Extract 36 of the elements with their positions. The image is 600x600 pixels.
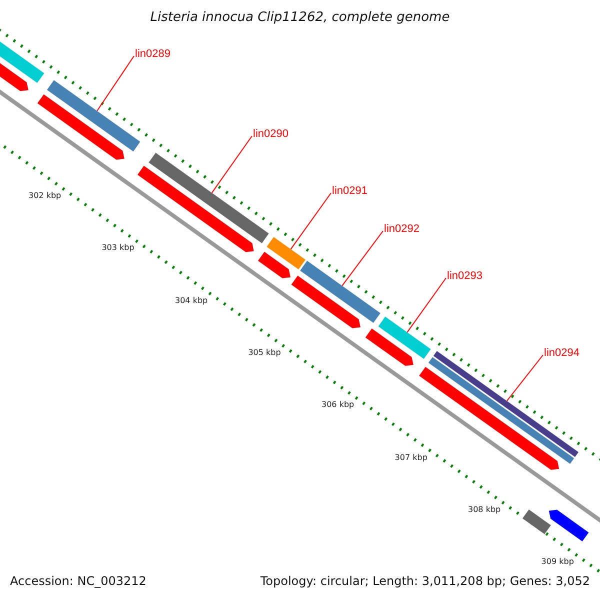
scale-label: 305 kbp — [248, 348, 281, 358]
gene-feature — [291, 276, 360, 328]
leader-line — [211, 136, 252, 194]
scale-label: 302 kbp — [28, 191, 62, 201]
scale-label: 303 kbp — [102, 243, 134, 254]
gene-bar — [428, 357, 574, 464]
gene-label: lin0289 — [135, 48, 170, 60]
gene-feature — [258, 252, 290, 278]
accession-text: Accession: NC_003212 — [10, 574, 146, 588]
gene-label: lin0291 — [332, 185, 368, 197]
gene-feature — [548, 510, 589, 542]
gene-bar — [300, 260, 380, 323]
gene-bar — [47, 80, 140, 152]
leader-line — [290, 192, 332, 250]
scale-label: 307 kbp — [394, 452, 428, 462]
leader-line — [506, 354, 544, 402]
gene-bar — [522, 510, 551, 534]
title: Listeria innocua Clip11262, complete genome — [150, 10, 450, 25]
gene-bar — [266, 237, 306, 270]
gene-label: lin0290 — [253, 128, 288, 140]
genome-stats-text: Topology: circular; Length: 3,011,208 bp; Genes: 3,052 — [260, 574, 590, 588]
gene-feature — [138, 166, 254, 252]
gene-label: lin0293 — [447, 270, 482, 282]
scale-label: 308 kbp — [468, 504, 501, 515]
gene-bar — [378, 316, 431, 359]
gene-bar — [148, 152, 269, 244]
gene-label: lin0294 — [544, 347, 580, 359]
scale-label: 309 kbp — [541, 557, 574, 568]
leader-line — [342, 230, 384, 286]
scale-label: 304 kbp — [175, 296, 208, 306]
gene-label: lin0292 — [384, 223, 420, 235]
leader-line — [406, 278, 446, 333]
leader-line — [96, 56, 134, 112]
gene-feature — [37, 94, 124, 160]
scale-label: 306 kbp — [322, 400, 354, 410]
gene-feature — [365, 328, 414, 366]
